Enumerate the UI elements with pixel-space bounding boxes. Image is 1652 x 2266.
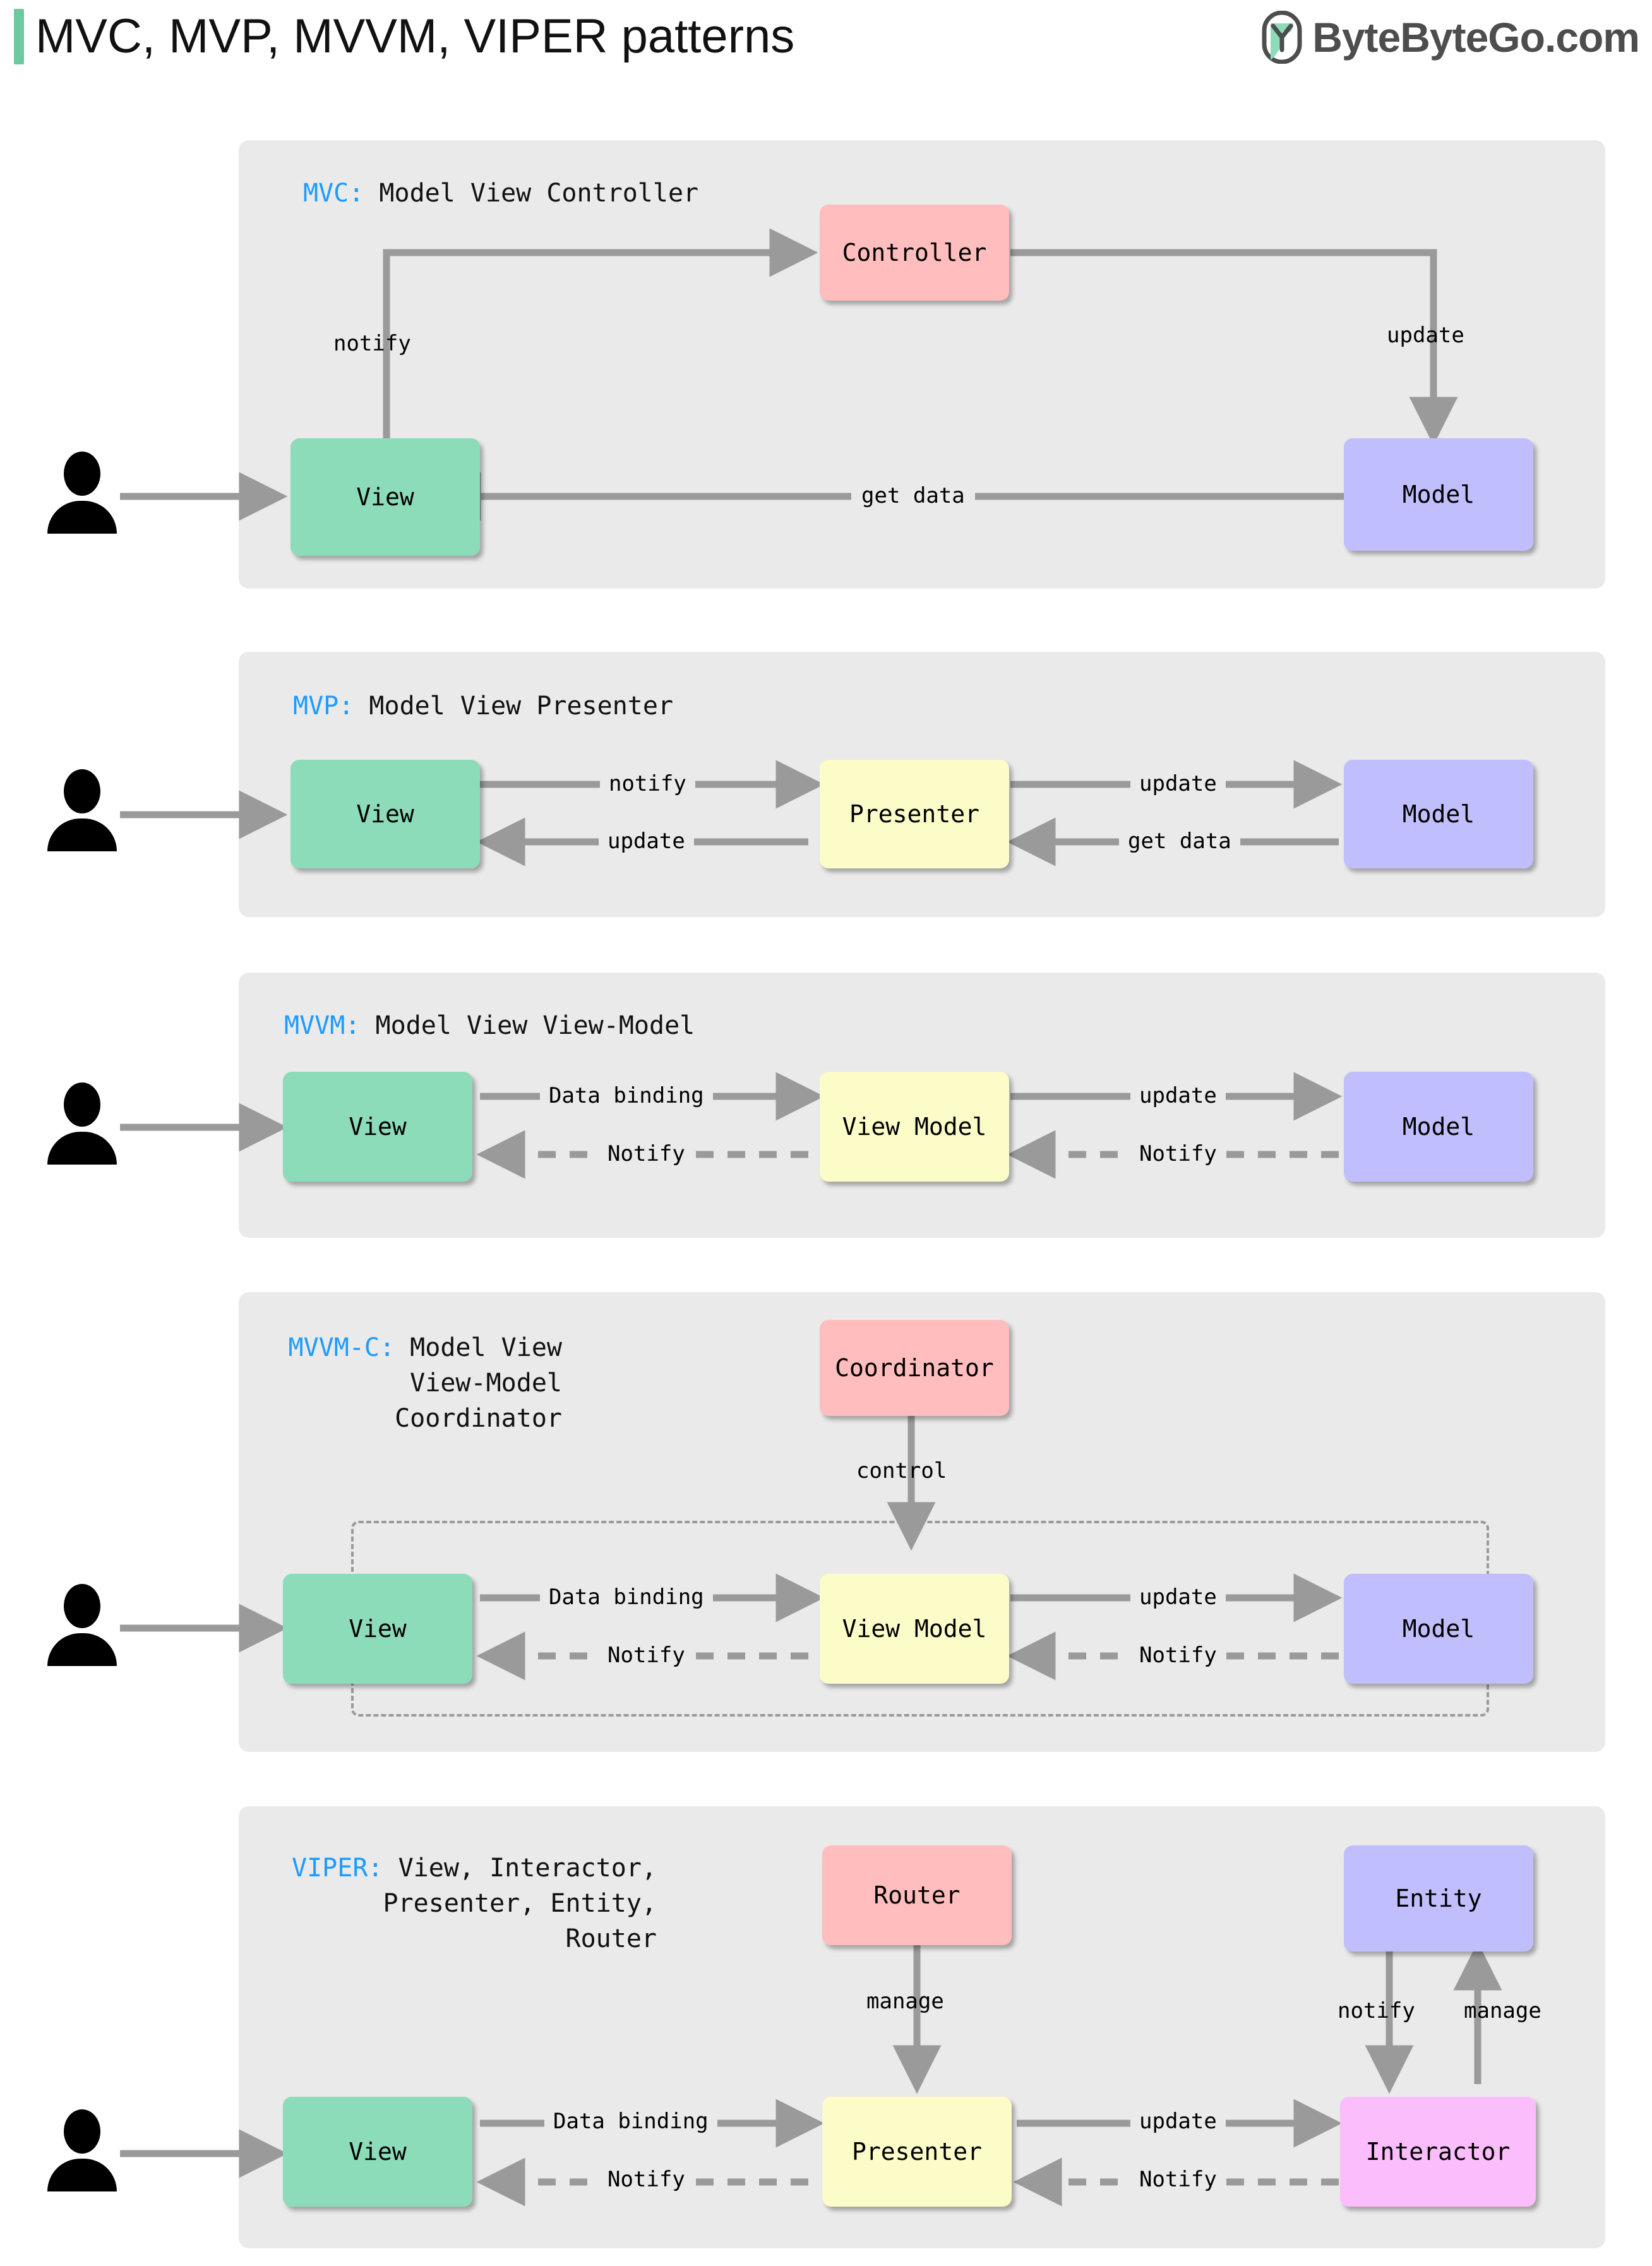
edge-label-mvvmc-notify-left: Notify [599,1643,694,1667]
page-header: MVC, MVP, MVVM, VIPER patterns ByteByteG… [0,0,1652,75]
user-icon-mvvm [47,1082,117,1165]
edge-label-mvvm-data-binding: Data binding [540,1084,713,1108]
pattern-abbr-mvp: MVP: [293,692,354,721]
node-viper-view[interactable]: View [283,2097,472,2207]
pattern-abbr-mvvm: MVVM: [284,1011,361,1040]
edge-label-mvvmc-data-binding: Data binding [540,1585,713,1609]
node-mvc-controller[interactable]: Controller [820,205,1009,301]
node-mvp-view[interactable]: View [290,760,480,868]
pattern-label-mvc: MVC: Model View Controller [303,176,698,211]
node-viper-interactor[interactable]: Interactor [1340,2097,1536,2207]
brand-logo: ByteByteGo.com [1262,10,1640,64]
edge-label-mvvm-notify-left: Notify [599,1142,694,1166]
edge-label-mvvmc-control: control [856,1458,947,1484]
edge-label-mvp-update-top: update [1130,772,1226,796]
pattern-abbr-viper: VIPER: [292,1854,383,1883]
user-body [47,1132,117,1165]
edge-label-mvp-notify: notify [600,772,695,796]
user-head [64,769,100,813]
edge-label-viper-notify-entity: notify [1338,1998,1415,2023]
node-mvvm-view[interactable]: View [283,1072,472,1182]
user-head [64,452,100,496]
node-mvc-model[interactable]: Model [1344,438,1533,551]
node-mvc-view[interactable]: View [290,438,480,556]
pattern-abbr-mvc: MVC: [303,179,364,208]
user-icon-mvvm-c [47,1584,117,1666]
edge-label-mvc-notify: notify [333,331,411,356]
node-mvvmc-coordinator[interactable]: Coordinator [820,1320,1009,1416]
node-mvvmc-view[interactable]: View [283,1574,472,1684]
pattern-label-viper: VIPER: View, Interactor, Presenter, Enti… [265,1850,657,1957]
user-icon-mvc [47,452,117,534]
brand-text: ByteByteGo.com [1312,14,1640,61]
title-accent-bar [14,9,24,64]
pattern-label-mvp: MVP: Model View Presenter [293,688,673,724]
edge-label-mvc-get-data: get data [851,484,975,508]
node-mvvm-viewmodel[interactable]: View Model [820,1072,1009,1182]
pattern-expansion-viper: View, Interactor, Presenter, Entity, Rou… [383,1854,657,1953]
user-body [47,2159,117,2191]
page-title: MVC, MVP, MVVM, VIPER patterns [35,9,795,63]
pattern-label-mvvm: MVVM: Model View View-Model [284,1008,695,1043]
node-mvp-model[interactable]: Model [1344,760,1533,868]
user-icon-viper [47,2109,117,2191]
user-icon-mvp [47,769,117,851]
node-mvp-presenter[interactable]: Presenter [820,760,1009,868]
edge-label-viper-manage-router: manage [866,1989,944,2014]
node-viper-entity[interactable]: Entity [1344,1845,1533,1951]
user-head [64,1584,100,1628]
edge-label-mvvmc-notify-right: Notify [1130,1643,1226,1667]
edge-label-viper-notify-left: Notify [599,2167,694,2191]
node-mvvmc-viewmodel[interactable]: View Model [820,1574,1009,1684]
node-mvvmc-model[interactable]: Model [1344,1574,1533,1684]
node-viper-router[interactable]: Router [822,1845,1012,1945]
pattern-expansion-mvp: Model View Presenter [354,692,674,721]
edge-label-mvvm-notify-right: Notify [1130,1142,1226,1166]
edge-label-mvvmc-update: update [1130,1585,1226,1609]
pattern-expansion-mvc: Model View Controller [364,179,699,208]
edge-label-viper-data-binding: Data binding [544,2109,717,2133]
pattern-expansion-mvvm: Model View View-Model [360,1011,695,1040]
pattern-expansion-mvvm-c: Model View View-Model Coordinator [395,1333,562,1433]
edge-label-mvp-get-data: get data [1119,829,1240,853]
edge-label-viper-notify-right: Notify [1130,2167,1226,2191]
user-head [64,2109,100,2154]
edge-label-viper-update: update [1130,2109,1226,2133]
user-body [47,501,117,534]
edge-label-mvp-update-bottom: update [599,829,694,853]
user-body [47,818,117,851]
pattern-label-mvvm-c: MVVM-C: Model View View-Model Coordinato… [278,1330,562,1436]
edge-label-mvvm-update: update [1130,1084,1226,1108]
bytebytego-logo-icon [1262,10,1302,64]
user-head [64,1082,100,1127]
edge-label-mvc-update: update [1387,323,1464,348]
user-body [47,1633,117,1666]
pattern-abbr-mvvm-c: MVVM-C: [288,1333,395,1362]
node-mvvm-model[interactable]: Model [1344,1072,1533,1182]
node-viper-presenter[interactable]: Presenter [822,2097,1012,2207]
edge-label-viper-manage-entity: manage [1464,1998,1541,2023]
